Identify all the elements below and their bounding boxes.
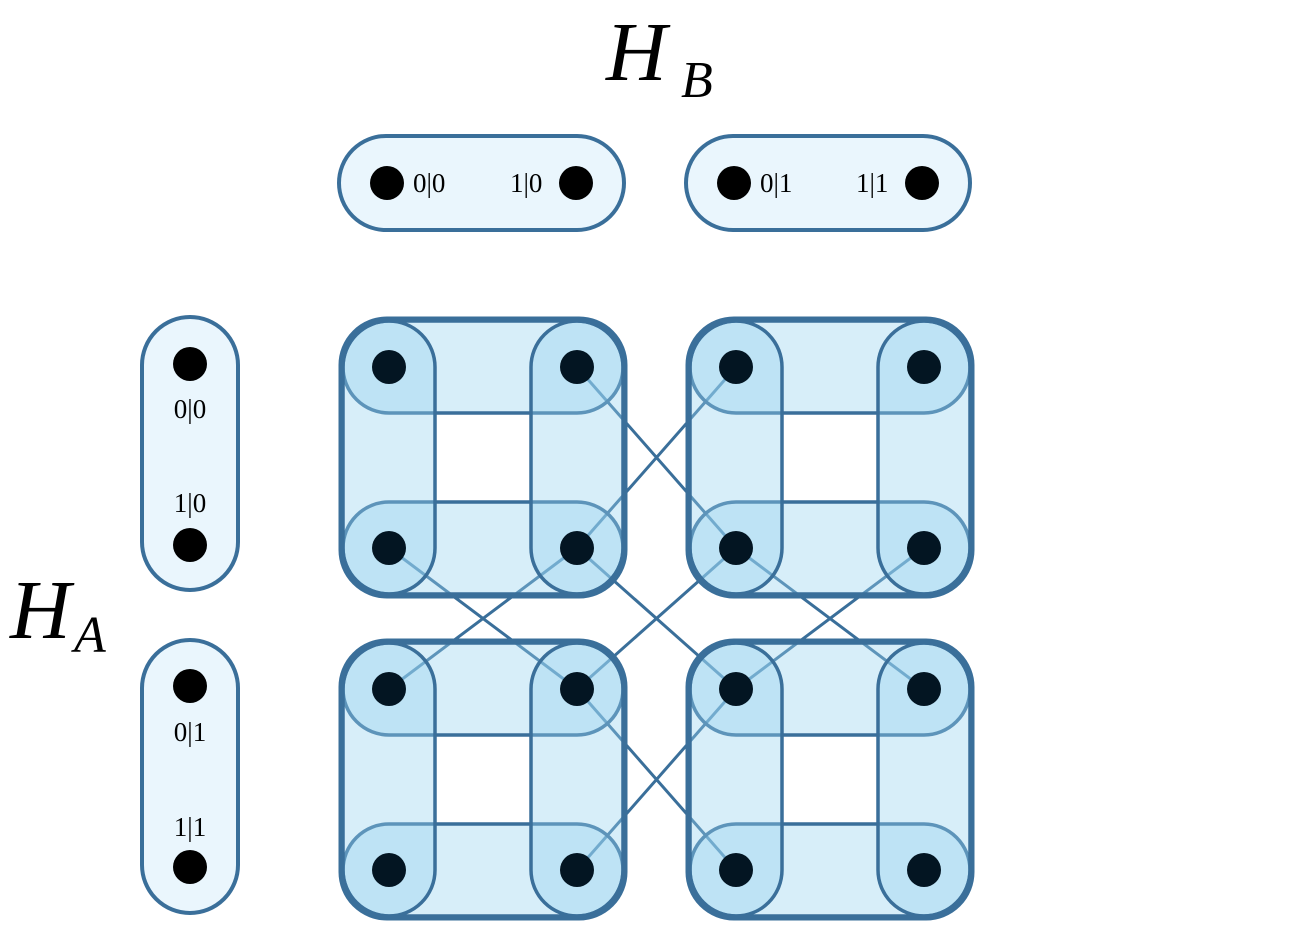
block-0-1-node-0: [719, 350, 753, 384]
ha-title-main: H: [9, 564, 75, 657]
connector-line-7: [735, 546, 925, 691]
connector-line-1: [575, 366, 738, 549]
ha-pill-0: 0|0 1|0: [140, 315, 240, 592]
hb-pill-0: 0|0 1|0: [337, 134, 626, 232]
block-1-0-node-2: [372, 853, 406, 887]
hb-node-01: [717, 166, 751, 200]
hb-title-main: H: [605, 6, 671, 99]
ha-node-00: [173, 347, 207, 381]
hb-node-11: [905, 166, 939, 200]
ha-node-10: [173, 528, 207, 562]
connector-line-5: [388, 546, 578, 691]
ha-pill-1: 0|1 1|1: [140, 638, 240, 915]
block-1-0-outer: [338, 638, 628, 921]
ha-pill-1-label-a: 0|1: [174, 717, 206, 747]
hb-pill-1-shape: [684, 134, 972, 232]
hb-pill-1-label-b: 1|1: [856, 168, 888, 198]
product-hypergraph: [338, 316, 975, 921]
hb-pill-1-label-a: 0|1: [760, 168, 792, 198]
block-0-0-node-0: [372, 350, 406, 384]
hb-pill-0-label-a: 0|0: [413, 168, 445, 198]
ha-title: H A: [9, 564, 106, 664]
connector-line-9: [576, 546, 737, 691]
ha-title-sub: A: [71, 607, 106, 664]
hb-title: H B: [605, 6, 713, 109]
block-1-0-node-3: [560, 853, 594, 887]
connector-line-3: [575, 688, 738, 871]
block-1-1-node-0: [719, 672, 753, 706]
ha-pill-0-label-b: 1|0: [174, 488, 206, 518]
hb-node-10: [559, 166, 593, 200]
hb-pill-1: 0|1 1|1: [684, 134, 972, 232]
hb-title-sub: B: [681, 52, 713, 109]
block-0-0-outer: [338, 316, 628, 599]
block-0-0-node-3: [560, 531, 594, 565]
block-1-1-node-1: [907, 672, 941, 706]
block-1-0-node-1: [560, 672, 594, 706]
ha-pill-0-shape: [140, 315, 240, 592]
ha-pill-1-label-b: 1|1: [174, 812, 206, 842]
hb-pill-0-label-b: 1|0: [510, 168, 542, 198]
ha-node-11: [173, 850, 207, 884]
block-1-1-outer: [685, 638, 975, 921]
block-0-1-outer: [685, 316, 975, 599]
ha-pill-1-shape: [140, 638, 240, 915]
block-0-1-node-1: [907, 350, 941, 384]
hb-node-00: [370, 166, 404, 200]
block-0-1-node-2: [719, 531, 753, 565]
block-1-0-node-0: [372, 672, 406, 706]
ha-node-01: [173, 669, 207, 703]
ha-pill-0-label-a: 0|0: [174, 394, 206, 424]
block-0-0-node-2: [372, 531, 406, 565]
block-0-1-node-3: [907, 531, 941, 565]
block-1-1-node-2: [719, 853, 753, 887]
block-1-1-node-3: [907, 853, 941, 887]
hb-pill-0-shape: [337, 134, 626, 232]
block-0-0-node-1: [560, 350, 594, 384]
